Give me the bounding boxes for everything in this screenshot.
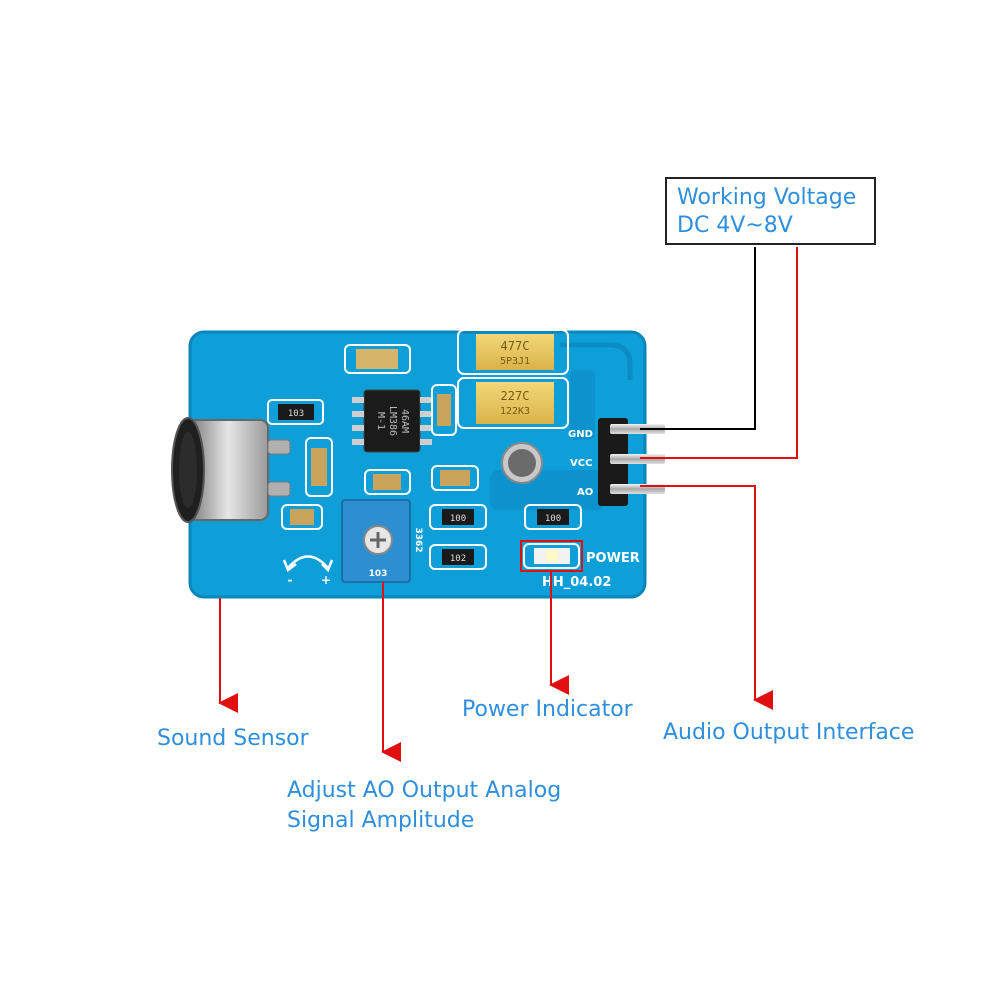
rotation-symbol-icon: - + (282, 555, 334, 587)
smd-components-left (281, 384, 479, 530)
resistor-100-left: 100 (429, 504, 487, 530)
smd-capacitor-top (344, 344, 411, 374)
svg-text:+: + (321, 573, 331, 587)
working-voltage-box: Working Voltage DC 4V~8V (665, 177, 876, 245)
resistor-102-text: 102 (450, 554, 466, 564)
ic-marking-2: LM386 (387, 406, 398, 436)
cap-227c-sub: 122K3 (500, 406, 530, 417)
audio-output-label: Audio Output Interface (663, 720, 915, 745)
resistor-102: 102 (429, 544, 487, 570)
cap-477c-sub: 5P3J1 (500, 356, 530, 367)
pin-header (598, 418, 665, 506)
adjust-label-line-2: Signal Amplitude (287, 808, 475, 833)
resistor-100-left-text: 100 (450, 514, 466, 524)
ic-marking-1: 46AM (399, 409, 410, 433)
svg-text:-: - (288, 573, 293, 587)
resistor-100-right: 100 (524, 504, 582, 530)
pot-sub-text: 103 (369, 569, 388, 579)
power-led (520, 540, 583, 572)
voltage-line-1: Working Voltage (677, 185, 857, 210)
lm386-ic: 46AM LM386 M-1 (352, 389, 432, 453)
ic-marking-3: M-1 (375, 412, 386, 430)
label-arrows (218, 571, 569, 762)
sound-sensor-label: Sound Sensor (157, 726, 309, 751)
power-indicator-label: Power Indicator (462, 697, 633, 722)
resistor-103-text: 103 (288, 409, 304, 419)
pot-marking-text: 3362 (413, 527, 423, 552)
cap-227c-text: 227C (501, 389, 530, 403)
tantalum-capacitor-227c: 227C 122K3 (457, 377, 569, 429)
mounting-hole (501, 442, 543, 484)
pin-gnd-label: GND (568, 429, 593, 440)
voltage-line-2: DC 4V~8V (677, 213, 793, 238)
resistor-103: 103 (267, 399, 324, 425)
pin-ao-label: AO (577, 487, 593, 498)
adjust-label-line-1: Adjust AO Output Analog (287, 778, 562, 803)
connection-wires (640, 247, 798, 710)
tantalum-capacitor-477c: 477C 5P3J1 (457, 329, 569, 375)
potentiometer: 3362 103 (341, 499, 423, 583)
resistor-100-right-text: 100 (545, 514, 561, 524)
microphone-sensor (171, 417, 291, 523)
cap-477c-text: 477C (501, 339, 530, 353)
version-silk-text: HH_04.02 (542, 575, 611, 590)
power-silk-text: POWER (586, 551, 640, 566)
pin-vcc-label: VCC (570, 458, 592, 469)
